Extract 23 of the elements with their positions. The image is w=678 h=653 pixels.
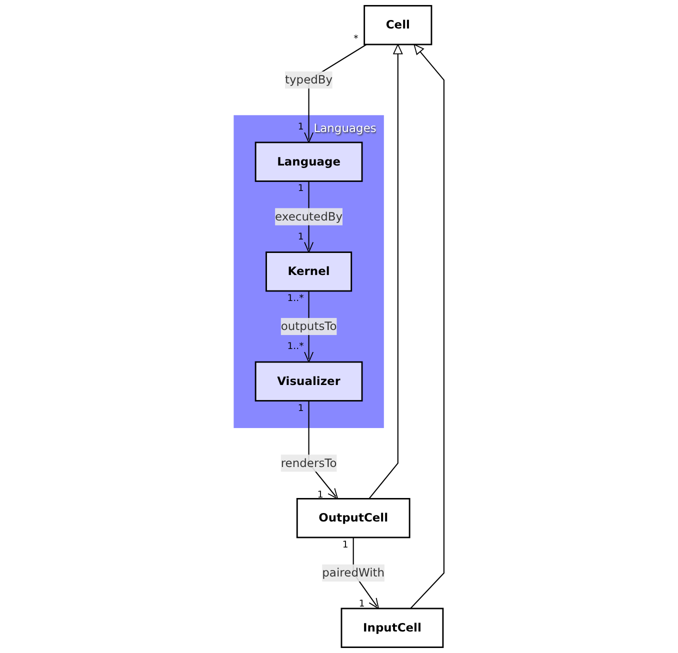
- multiplicity-label: 1..*: [287, 341, 304, 352]
- node-box: OutputCell: [296, 498, 410, 538]
- arrow: [368, 44, 403, 500]
- arrow: [410, 44, 444, 609]
- multiplicity-label: 1: [317, 490, 324, 501]
- node-box: InputCell: [340, 608, 444, 648]
- multiplicity-label: 1: [298, 122, 304, 133]
- node-box: Cell: [364, 5, 432, 46]
- edge-label: pairedWith: [322, 566, 385, 580]
- multiplicity-label: *: [354, 33, 358, 44]
- multiplicity-label: 1: [298, 402, 304, 414]
- multiplicity-label: 1: [358, 598, 365, 610]
- multiplicity-label: 1: [298, 183, 304, 194]
- edge-label: typedBy: [284, 72, 333, 86]
- node-box: Visualizer: [254, 361, 363, 402]
- multiplicity-label: 1: [342, 540, 348, 551]
- edge-label: outputsTo: [280, 319, 337, 333]
- multiplicity-label: 1..*: [287, 293, 304, 304]
- edge-label: rendersTo: [280, 456, 337, 470]
- multiplicity-label: 1: [298, 231, 304, 242]
- edge-label: executedBy: [275, 210, 343, 224]
- node-box: Language: [254, 142, 363, 182]
- node-box: Kernel: [266, 252, 352, 292]
